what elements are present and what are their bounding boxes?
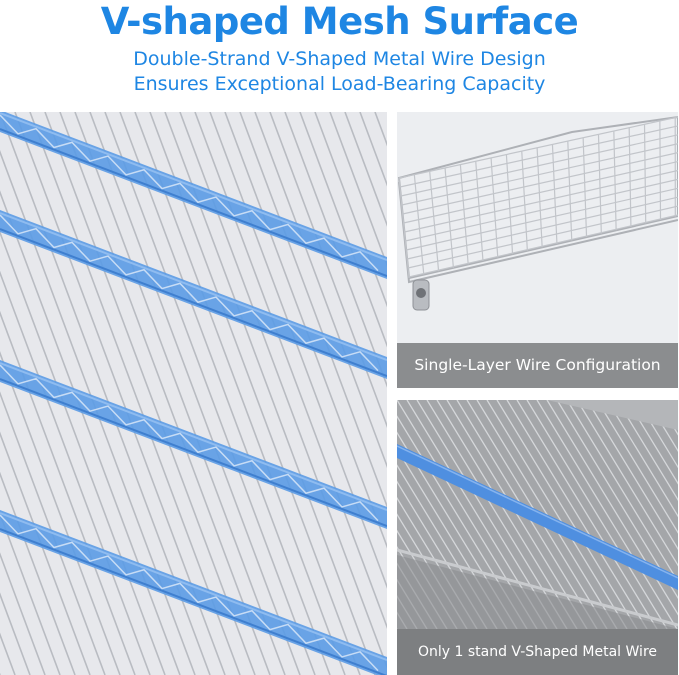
- subtitle-line-2: Ensures Exceptional Load-Bearing Capacit…: [133, 73, 546, 95]
- double-strand-mesh-image: [0, 112, 387, 675]
- subtitle-line-1: Double-Strand V-Shaped Metal Wire Design: [133, 48, 546, 70]
- mesh-closeup-illustration: [0, 112, 387, 675]
- shelf-post: [412, 279, 430, 311]
- v-strand-band: [0, 510, 387, 675]
- wire-shelf-illustration: [397, 115, 678, 311]
- single-v-strand: [397, 444, 678, 590]
- single-layer-caption: Single-Layer Wire Configuration: [397, 343, 678, 388]
- v-strand-band: [0, 112, 387, 280]
- page-title: V-shaped Mesh Surface: [100, 0, 579, 43]
- shelf-grid: [397, 115, 678, 284]
- single-layer-shelf-image: Single-Layer Wire Configuration: [397, 112, 678, 388]
- single-strand-illustration: [397, 400, 678, 629]
- single-strand-mesh-image: Only 1 stand V-Shaped Metal Wire Design: [397, 400, 678, 675]
- v-strand-band: [0, 360, 387, 530]
- single-strand-caption: Only 1 stand V-Shaped Metal Wire Design: [397, 629, 678, 675]
- v-strand-band: [0, 210, 387, 380]
